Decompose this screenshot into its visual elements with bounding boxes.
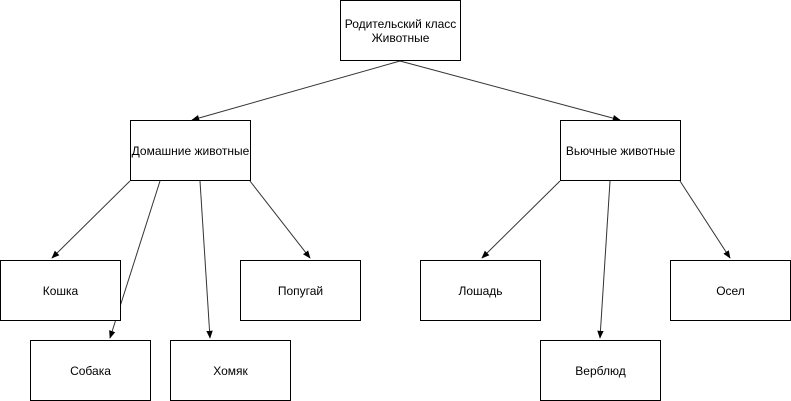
node-camel: Верблюд bbox=[540, 340, 661, 401]
node-parrot: Попугай bbox=[240, 260, 361, 321]
node-dog: Собака bbox=[30, 340, 151, 401]
node-domestic: Домашние животные bbox=[130, 120, 251, 181]
node-root: Родительский класс Животные bbox=[340, 0, 461, 61]
edge-domestic-to-cat bbox=[51, 180, 131, 259]
node-parrot-label: Попугай bbox=[277, 283, 324, 298]
edge-root-to-domestic bbox=[191, 60, 401, 122]
node-donkey: Осел bbox=[670, 260, 791, 321]
edge-domestic-to-hamster bbox=[199, 180, 213, 339]
edge-root-to-pack bbox=[399, 60, 621, 122]
node-cat-label: Кошка bbox=[42, 283, 79, 298]
edge-pack-to-camel bbox=[597, 180, 611, 339]
node-root-line1: Родительский класс bbox=[344, 16, 457, 31]
node-hamster-label: Хомяк bbox=[213, 363, 248, 378]
edge-pack-to-horse bbox=[481, 180, 561, 259]
edge-domestic-to-parrot bbox=[249, 180, 311, 259]
node-dog-label: Собака bbox=[70, 363, 111, 378]
node-pack: Вьючные животные bbox=[560, 120, 681, 181]
node-cat: Кошка bbox=[0, 260, 121, 321]
edge-pack-to-donkey bbox=[679, 180, 731, 259]
node-hamster: Хомяк bbox=[170, 340, 291, 401]
node-camel-label: Верблюд bbox=[575, 363, 626, 378]
node-horse: Лошадь bbox=[420, 260, 541, 321]
node-pack-label: Вьючные животные bbox=[565, 143, 676, 158]
node-donkey-label: Осел bbox=[716, 283, 745, 298]
node-root-line2: Животные bbox=[371, 30, 430, 45]
node-horse-label: Лошадь bbox=[458, 283, 503, 298]
node-domestic-label: Домашние животные bbox=[131, 143, 250, 158]
